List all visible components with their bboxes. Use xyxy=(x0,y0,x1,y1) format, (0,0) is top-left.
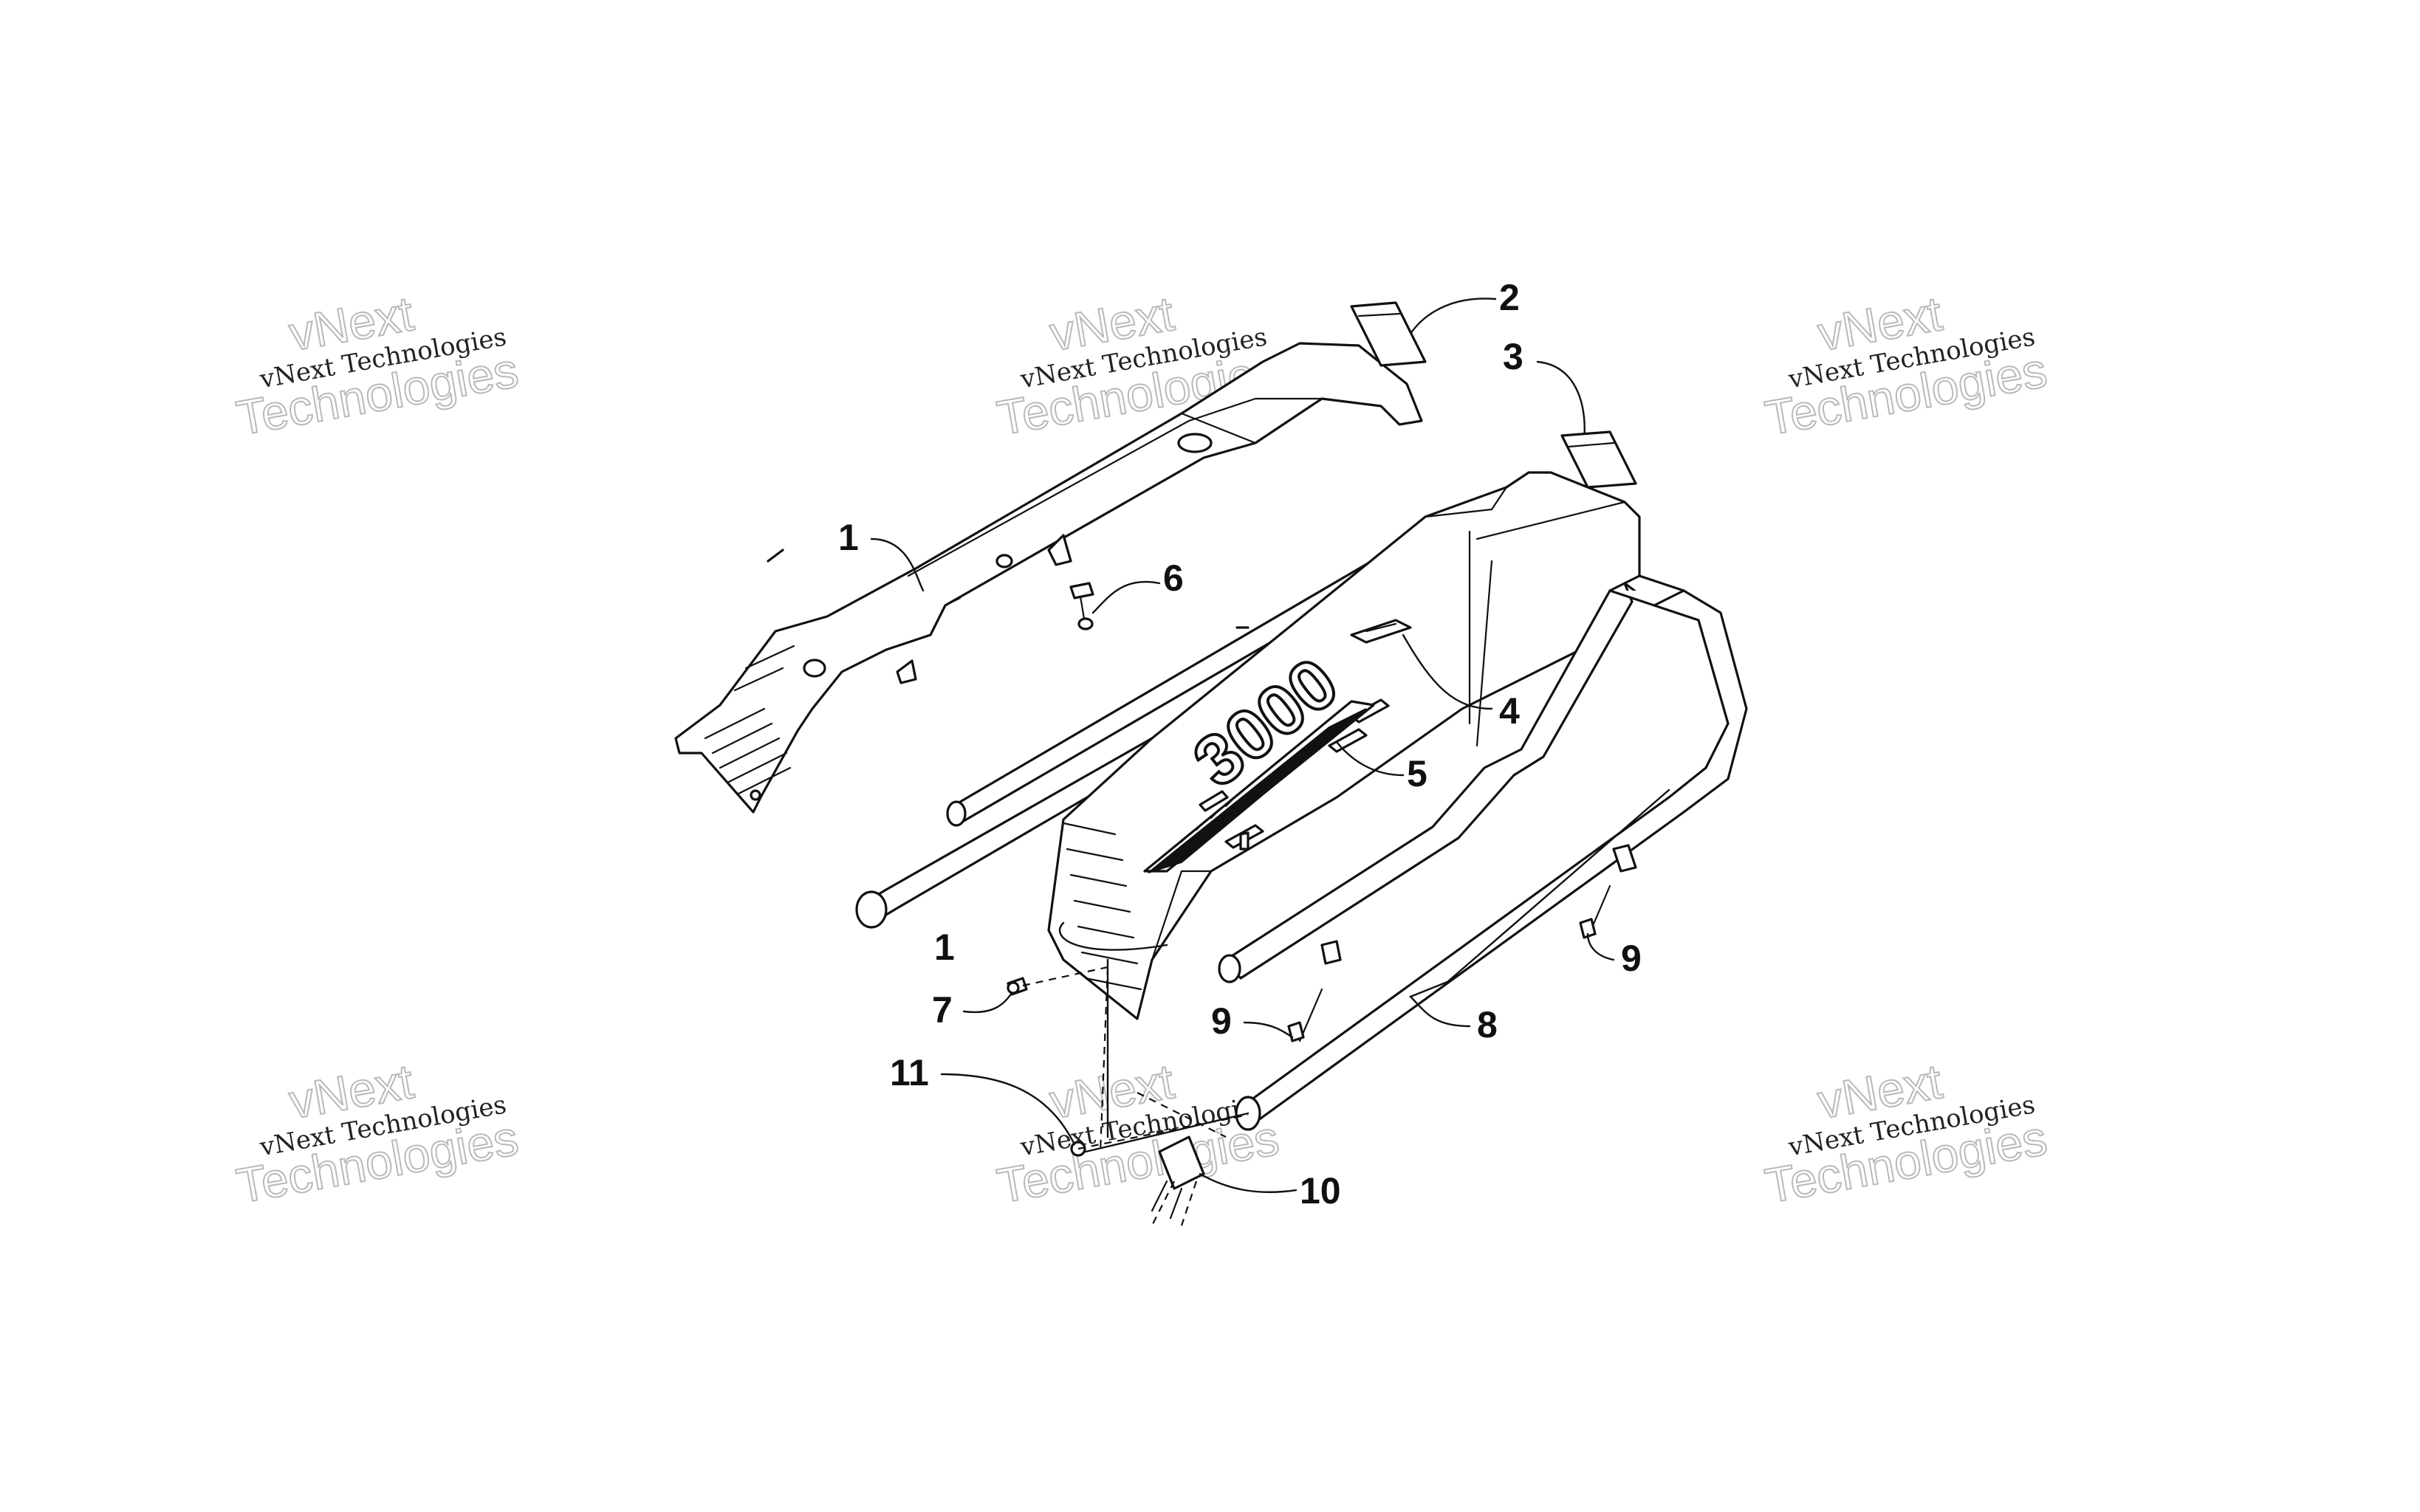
callout-4: 4 xyxy=(1499,690,1520,732)
rivet-6 xyxy=(1069,582,1094,630)
fastener-7 xyxy=(1007,977,1028,996)
watermark-bottom-right: vNext vNext Technologies Technologies xyxy=(1761,1053,2051,1214)
decal-strip-3 xyxy=(1560,430,1637,489)
assembly-lines xyxy=(1022,958,1250,1226)
tunnel-cover xyxy=(1047,471,1641,1020)
callout-5: 5 xyxy=(1407,753,1427,794)
watermark-top-right: vNext vNext Technologies Technologies xyxy=(1761,285,2051,446)
callout-9-right: 9 xyxy=(1621,938,1642,979)
watermark-bottom-left: vNext vNext Technologies Technologies xyxy=(232,1053,523,1214)
watermark-bottom-center: vNext vNext Technologies Technologies xyxy=(993,1053,1283,1214)
rear-bumper xyxy=(767,549,1748,1131)
decal-strip-2 xyxy=(1350,301,1427,367)
side-panel-upper xyxy=(674,342,1423,814)
callout-11: 11 xyxy=(890,1052,929,1093)
bracket-10 xyxy=(1151,1135,1205,1220)
callout-9-left: 9 xyxy=(1211,1000,1232,1042)
callout-2: 2 xyxy=(1499,277,1520,318)
callout-labels: 1 2 3 1 6 4 5 7 9 8 9 11 10 xyxy=(838,277,1642,1212)
clip-9-right xyxy=(1579,844,1637,939)
callout-10: 10 xyxy=(1300,1170,1341,1212)
callout-1-lower: 1 xyxy=(934,927,955,968)
callout-8: 8 xyxy=(1477,1004,1498,1045)
callout-3: 3 xyxy=(1503,336,1523,377)
callout-1-upper: 1 xyxy=(838,517,859,558)
clip-9-left xyxy=(1287,940,1342,1042)
callout-7: 7 xyxy=(932,989,953,1031)
watermark-top-left: vNext vNext Technologies Technologies xyxy=(232,285,523,446)
callout-6: 6 xyxy=(1163,557,1184,599)
emblem-decal xyxy=(1350,619,1412,644)
